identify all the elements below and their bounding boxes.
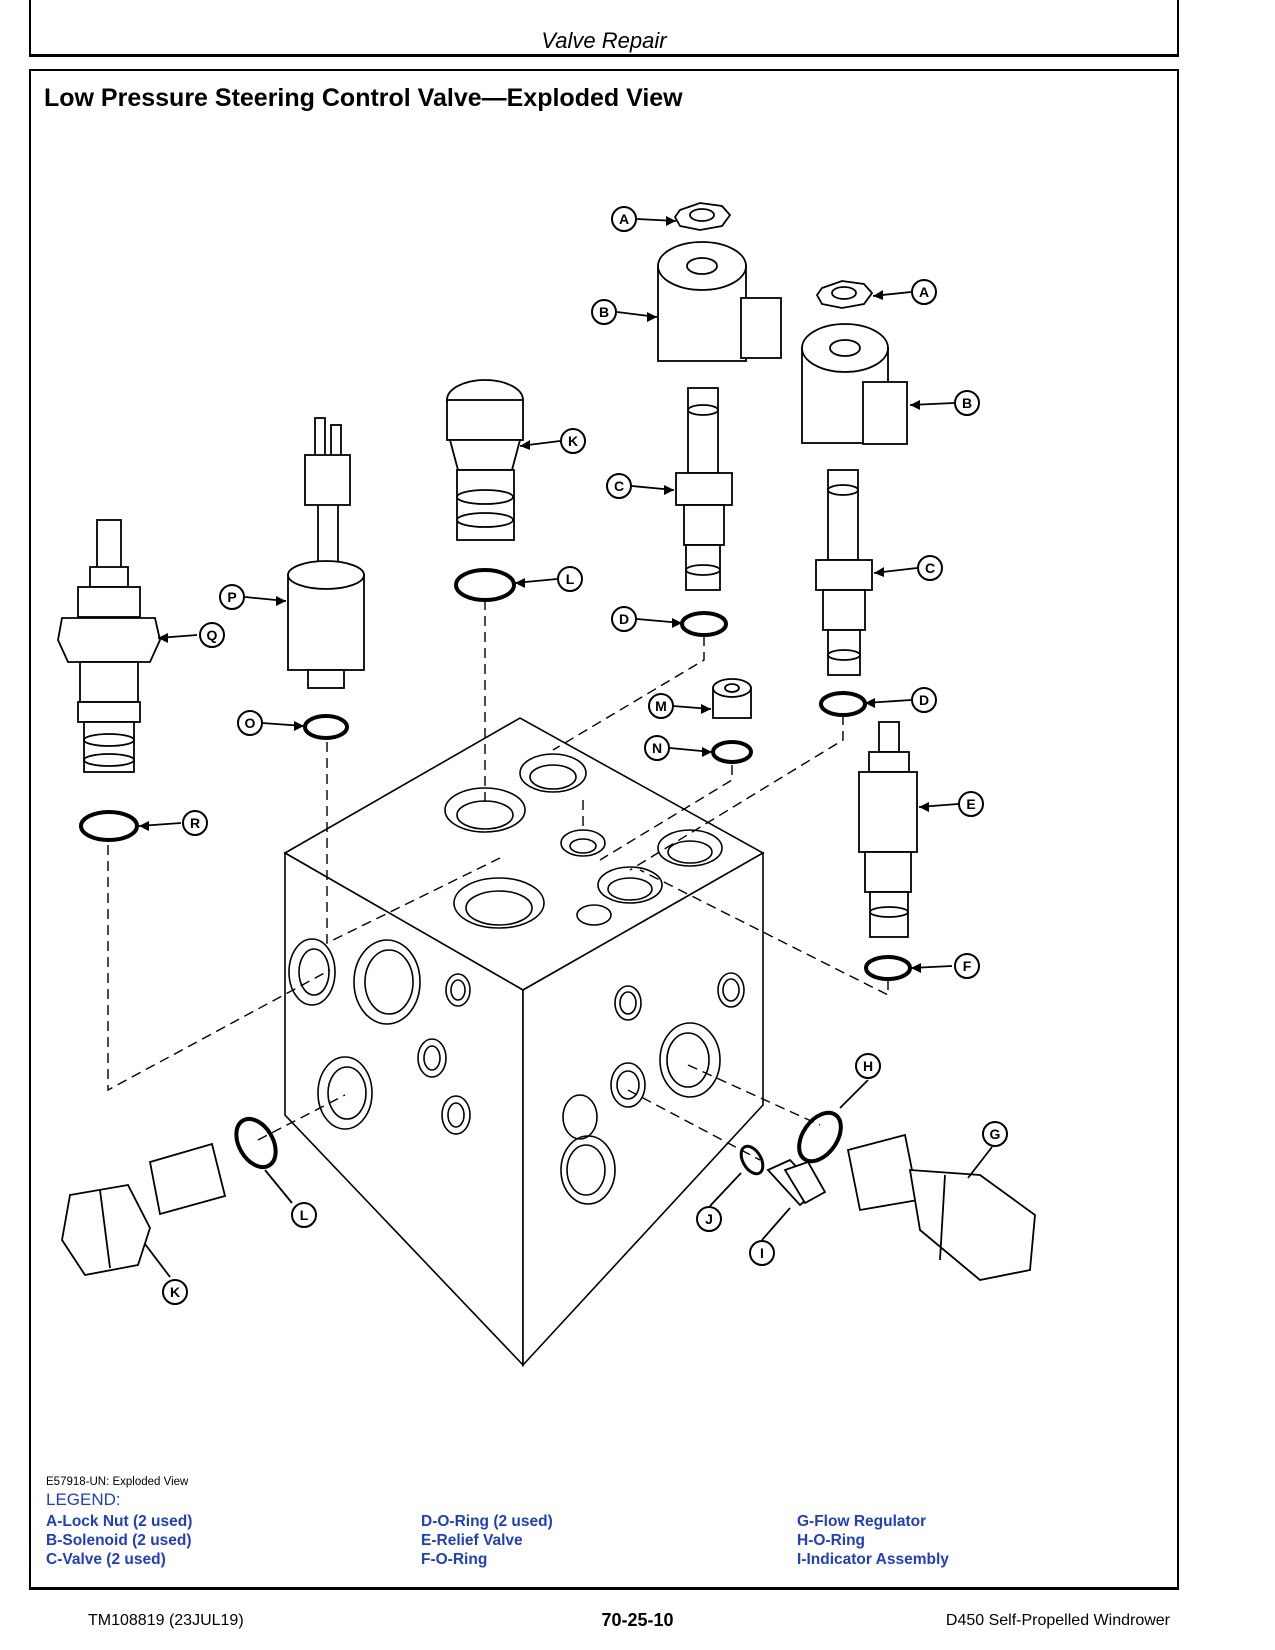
callout-letter: K bbox=[170, 1284, 180, 1300]
callout-m: M bbox=[648, 693, 674, 719]
callout-r: R bbox=[182, 810, 208, 836]
callout-letter: P bbox=[227, 589, 236, 605]
callout-k: K bbox=[560, 428, 586, 454]
legend-item: D-O-Ring (2 used) bbox=[421, 1513, 553, 1530]
callout-k: K bbox=[162, 1279, 188, 1305]
callout-letter: C bbox=[925, 560, 935, 576]
o-ring-o bbox=[303, 714, 349, 740]
callout-l: L bbox=[557, 566, 583, 592]
callout-h: H bbox=[855, 1053, 881, 1079]
callout-l: L bbox=[291, 1202, 317, 1228]
callout-g: G bbox=[982, 1121, 1008, 1147]
callout-letter: G bbox=[990, 1126, 1001, 1142]
flow-regulator-g bbox=[846, 1133, 1036, 1281]
callout-c: C bbox=[917, 555, 943, 581]
legend-column-3: G-Flow Regulator H-O-Ring I-Indicator As… bbox=[797, 1512, 949, 1569]
callout-letter: A bbox=[919, 284, 929, 300]
assembly-lines bbox=[107, 600, 889, 1161]
callout-letter: K bbox=[568, 433, 578, 449]
footer-page-number: 70-25-10 bbox=[601, 1610, 674, 1630]
o-ring-d-2 bbox=[819, 691, 867, 717]
callout-b: B bbox=[591, 299, 617, 325]
sensor-p bbox=[287, 417, 365, 689]
valve-c bbox=[675, 387, 873, 676]
legend-heading: LEGEND: bbox=[46, 1490, 121, 1509]
callout-e: E bbox=[958, 791, 984, 817]
callout-b: B bbox=[954, 390, 980, 416]
page-header: Valve Repair bbox=[29, 0, 1179, 57]
callout-a: A bbox=[611, 206, 637, 232]
legend-item: E-Relief Valve bbox=[421, 1532, 523, 1549]
legend-item: G-Flow Regulator bbox=[797, 1513, 927, 1530]
callout-letter: E bbox=[966, 796, 975, 812]
callout-letter: J bbox=[705, 1211, 713, 1227]
callout-letter: L bbox=[300, 1207, 309, 1223]
exploded-view-figure bbox=[57, 202, 1036, 1368]
callout-letter: H bbox=[863, 1058, 873, 1074]
callout-letter: A bbox=[619, 211, 629, 227]
solenoid-b bbox=[657, 241, 908, 445]
valve-q bbox=[57, 519, 161, 773]
lock-nut-a bbox=[673, 202, 874, 309]
callout-q: Q bbox=[199, 622, 225, 648]
callout-c: C bbox=[606, 473, 632, 499]
legend-item: A-Lock Nut (2 used) bbox=[46, 1513, 193, 1530]
callout-o: O bbox=[237, 710, 263, 736]
callout-n: N bbox=[644, 735, 670, 761]
callout-letter: L bbox=[566, 571, 575, 587]
callout-d: D bbox=[611, 606, 637, 632]
callouts bbox=[138, 216, 993, 1278]
callout-letter: B bbox=[962, 395, 972, 411]
figure-caption: E57918-UN: Exploded View bbox=[46, 1476, 189, 1488]
callout-f: F bbox=[954, 953, 980, 979]
callout-p: P bbox=[219, 584, 245, 610]
page-title: Low Pressure Steering Control Valve—Expl… bbox=[44, 84, 683, 112]
plug-k-bottom bbox=[61, 1142, 227, 1276]
callout-i: I bbox=[749, 1240, 775, 1266]
o-ring-f bbox=[864, 955, 912, 981]
callout-letter: M bbox=[655, 698, 667, 714]
callout-letter: D bbox=[619, 611, 629, 627]
o-ring-d-1 bbox=[680, 611, 728, 637]
legend-item: C-Valve (2 used) bbox=[46, 1551, 166, 1568]
callout-letter: B bbox=[599, 304, 609, 320]
o-ring-l-top bbox=[454, 568, 516, 602]
o-ring-j bbox=[739, 1144, 765, 1176]
indicator-i bbox=[766, 1158, 827, 1207]
callout-letter: C bbox=[614, 478, 624, 494]
content-frame bbox=[29, 69, 1179, 1590]
callout-a: A bbox=[911, 279, 937, 305]
footer-product: D450 Self-Propelled Windrower bbox=[945, 1612, 1170, 1629]
callout-letter: D bbox=[919, 692, 929, 708]
callout-letter: F bbox=[963, 958, 972, 974]
callout-letter: O bbox=[245, 715, 256, 731]
o-ring-n bbox=[711, 740, 753, 764]
plug-k-top bbox=[446, 379, 524, 541]
section-title: Valve Repair bbox=[541, 28, 667, 53]
legend-column-1: A-Lock Nut (2 used) B-Solenoid (2 used) … bbox=[46, 1512, 192, 1569]
legend-item: F-O-Ring bbox=[421, 1551, 488, 1568]
callout-j: J bbox=[696, 1206, 722, 1232]
legend-item: H-O-Ring bbox=[797, 1532, 866, 1549]
footer-doc-id: TM108819 (23JUL19) bbox=[88, 1612, 244, 1629]
callout-letter: I bbox=[760, 1245, 764, 1261]
relief-valve-e bbox=[858, 721, 918, 938]
callout-d: D bbox=[911, 687, 937, 713]
callout-letter: R bbox=[190, 815, 200, 831]
o-ring-l-bottom bbox=[234, 1116, 278, 1170]
o-ring-h bbox=[797, 1110, 843, 1164]
legend-item: I-Indicator Assembly bbox=[797, 1551, 949, 1568]
callout-letter: N bbox=[652, 740, 662, 756]
o-ring-r bbox=[79, 810, 139, 842]
callout-letter: Q bbox=[207, 627, 218, 643]
legend-column-2: D-O-Ring (2 used) E-Relief Valve F-O-Rin… bbox=[421, 1512, 553, 1569]
plug-m bbox=[712, 678, 752, 719]
manifold-block bbox=[283, 717, 765, 1368]
legend-item: B-Solenoid (2 used) bbox=[46, 1532, 192, 1549]
